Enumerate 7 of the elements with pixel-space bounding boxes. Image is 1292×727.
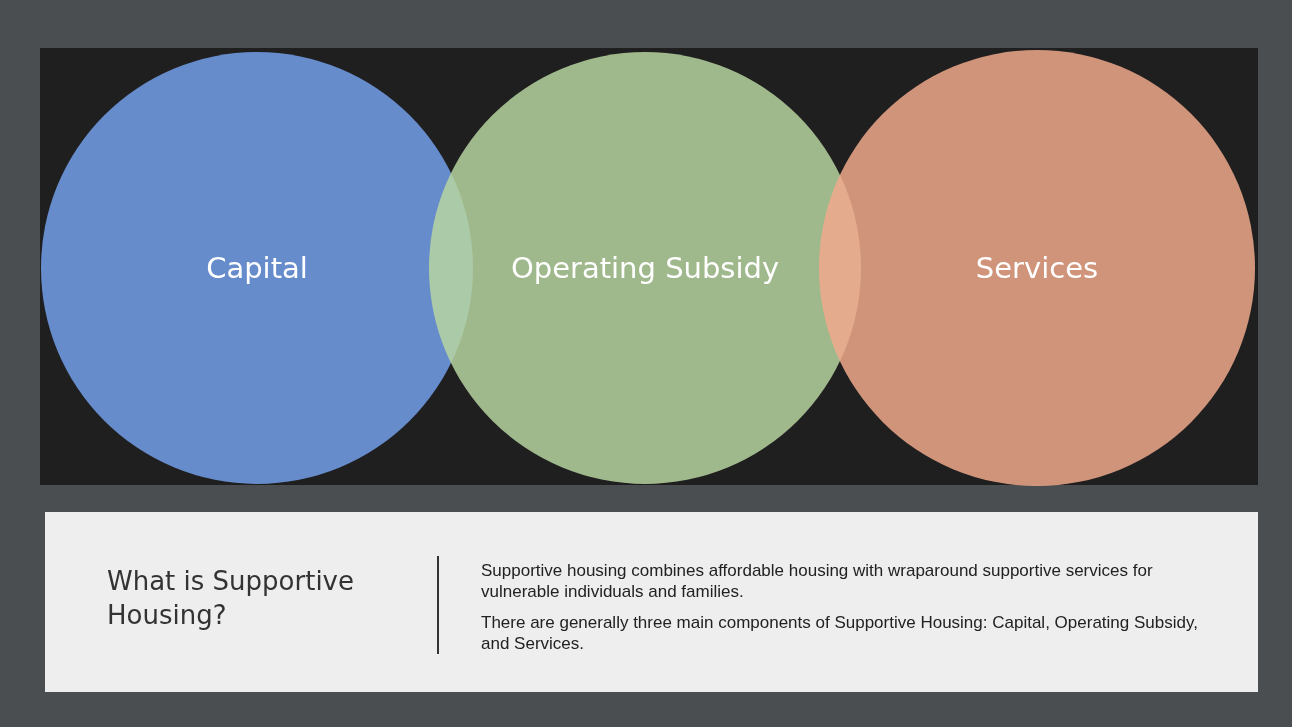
description-paragraph: Supportive housing combines affordable housing with wraparound supportive services for vulnerable individuals and families. — [481, 560, 1154, 602]
text-panel — [45, 512, 1258, 692]
circle-label: Operating Subsidy — [510, 251, 780, 285]
panel-heading: What is Supportive Housing? — [107, 565, 355, 632]
circle-label: Capital — [206, 251, 308, 285]
description-paragraph: There are generally three main components of Supportive Housing: Capital, Operating Subsidy, and Services. — [481, 612, 1199, 654]
circle-label: Services — [975, 251, 1099, 285]
